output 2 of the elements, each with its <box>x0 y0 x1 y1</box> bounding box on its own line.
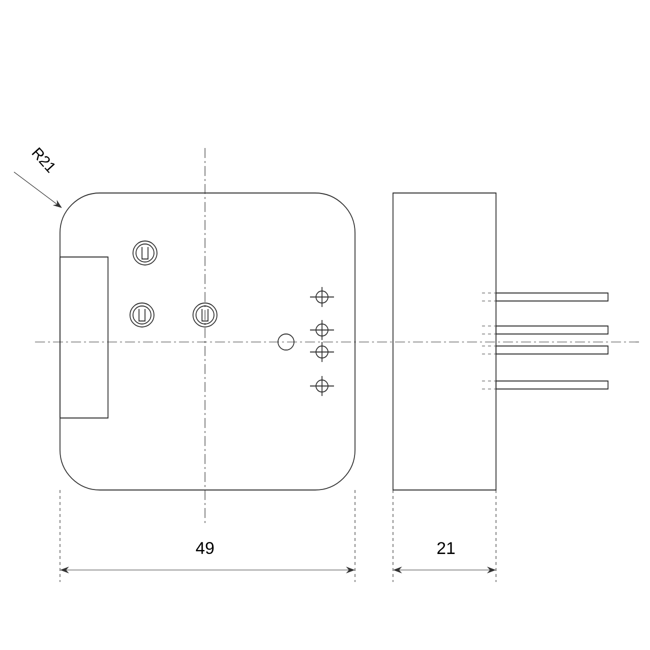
dimension-label: 21 <box>437 542 455 554</box>
dimension-label: 49 <box>196 542 214 554</box>
